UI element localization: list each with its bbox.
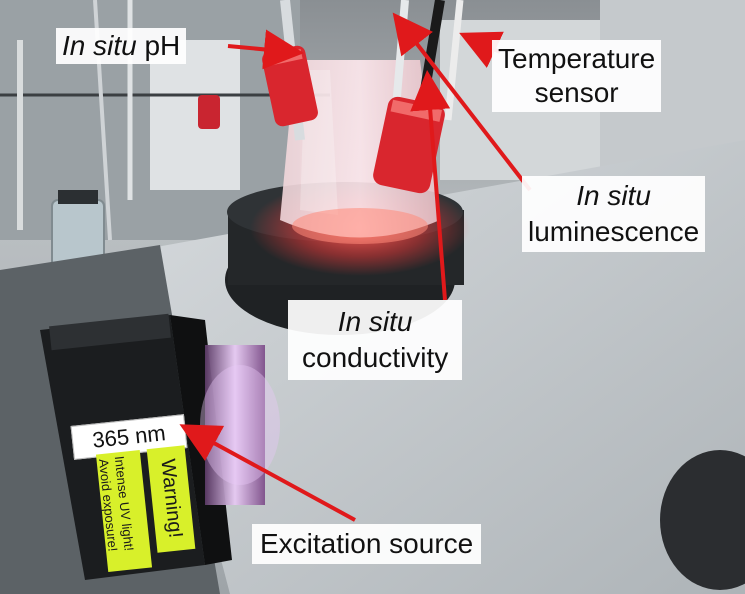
label-ph-normal: pH — [144, 30, 181, 61]
label-temperature: Temperature sensor — [492, 40, 662, 112]
label-luminescence: In situ luminescence — [522, 176, 706, 252]
label-temperature-line1: Temperature — [498, 43, 656, 74]
label-ph: In situ pH — [56, 28, 187, 64]
label-conductivity-line1: In situ — [337, 306, 413, 337]
label-conductivity-line2: conductivity — [302, 342, 449, 373]
label-luminescence-line1: In situ — [576, 180, 651, 211]
label-excitation: Excitation source — [252, 524, 482, 564]
label-temperature-line2: sensor — [534, 77, 619, 108]
label-luminescence-line2: luminescence — [528, 216, 700, 247]
warning-text: Warning! — [156, 457, 187, 540]
label-conductivity: In situ conductivity — [288, 300, 463, 380]
label-ph-italic: In situ — [62, 30, 137, 61]
